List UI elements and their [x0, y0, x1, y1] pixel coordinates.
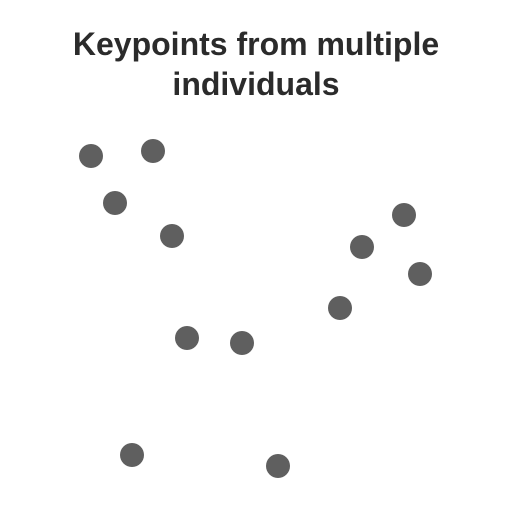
keypoint-11 — [120, 443, 144, 467]
keypoint-6 — [350, 235, 374, 259]
keypoint-2 — [141, 139, 165, 163]
keypoint-5 — [392, 203, 416, 227]
keypoint-10 — [230, 331, 254, 355]
keypoint-1 — [79, 144, 103, 168]
keypoint-9 — [175, 326, 199, 350]
keypoint-8 — [328, 296, 352, 320]
keypoint-4 — [160, 224, 184, 248]
diagram-title-line-1: Keypoints from multiple — [72, 26, 440, 62]
keypoint-7 — [408, 262, 432, 286]
keypoint-3 — [103, 191, 127, 215]
keypoint-12 — [266, 454, 290, 478]
diagram-title-line-2: individuals — [172, 66, 340, 102]
diagram-title: Keypoints from multiple individuals — [0, 24, 512, 104]
